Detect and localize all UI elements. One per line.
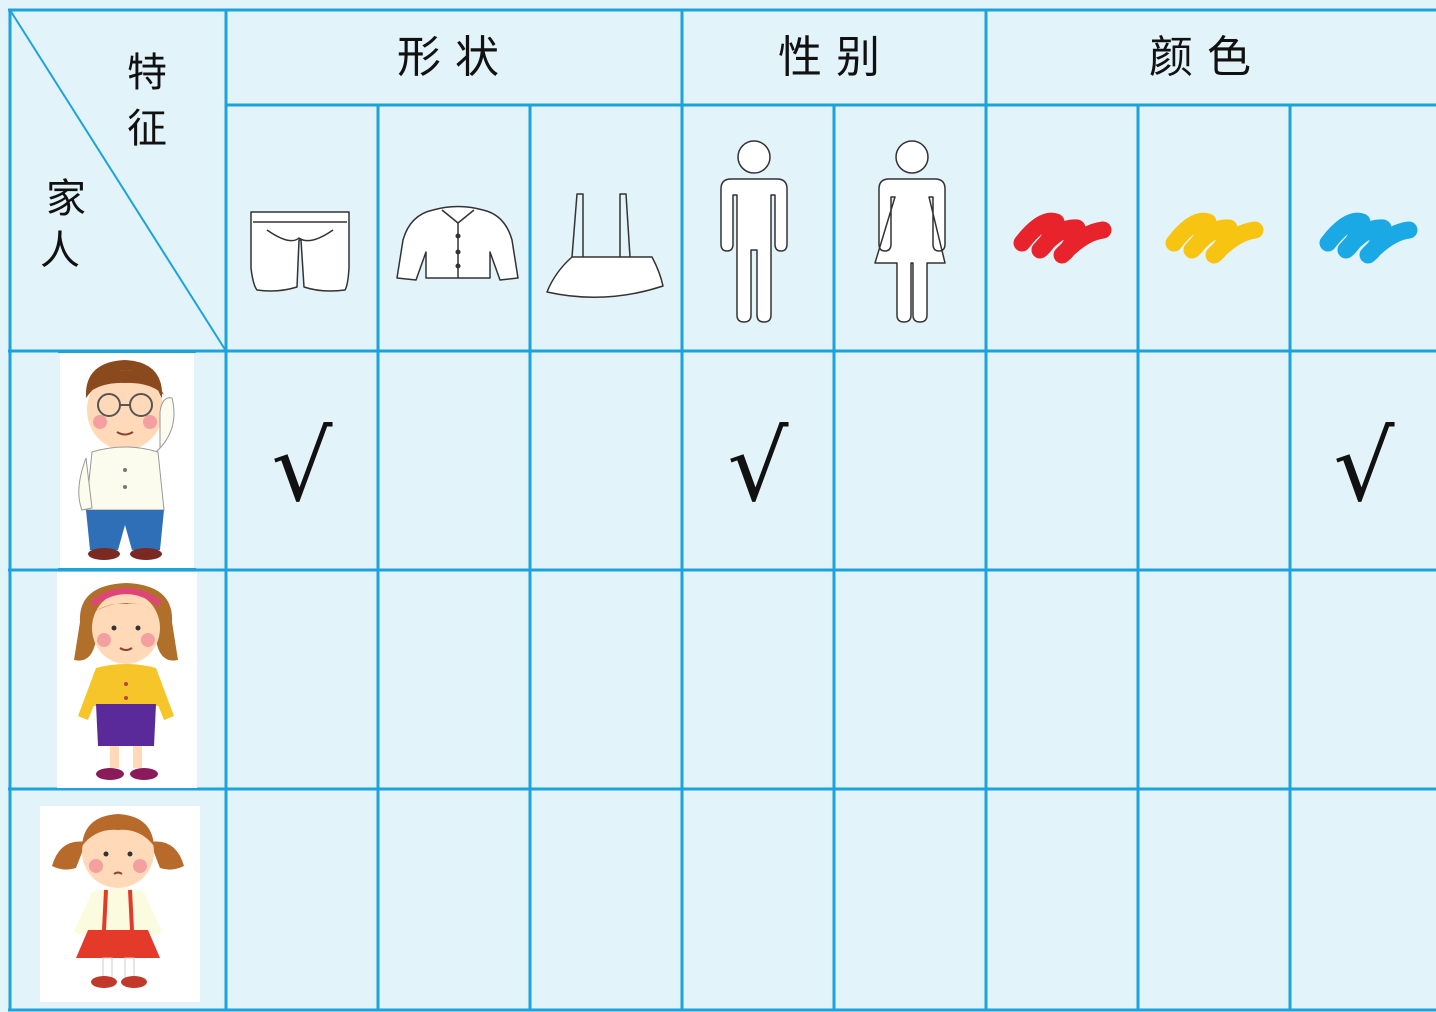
group-header-shape: 形 状 xyxy=(397,32,499,83)
shirt-icon xyxy=(396,205,519,281)
check-mark-row-1-col-1: √ xyxy=(271,411,333,523)
check-marks: √ √ √ xyxy=(271,411,1395,523)
father-figure xyxy=(58,351,196,570)
red-swatch-icon xyxy=(1013,212,1112,264)
corner-top-label-2: 征 xyxy=(127,106,167,152)
shorts-icon xyxy=(250,211,350,292)
yellow-swatch-icon xyxy=(1165,212,1264,264)
girl-figure xyxy=(40,806,200,1002)
grid-lines xyxy=(8,8,1436,1012)
corner-left-label-1: 家 xyxy=(46,176,86,222)
check-mark-row-1-col-4: √ xyxy=(727,411,789,523)
mother-figure xyxy=(57,572,197,788)
female-icon xyxy=(874,140,946,323)
corner-top-label-1: 特 xyxy=(127,50,167,96)
male-icon xyxy=(720,140,788,323)
group-header-color: 颜 色 xyxy=(1149,32,1251,83)
group-header-gender: 性 别 xyxy=(778,32,880,83)
check-mark-row-1-col-8: √ xyxy=(1333,411,1395,523)
corner-left-label-2: 人 xyxy=(40,228,80,274)
blue-swatch-icon xyxy=(1319,212,1418,264)
skirt-icon xyxy=(546,193,664,298)
